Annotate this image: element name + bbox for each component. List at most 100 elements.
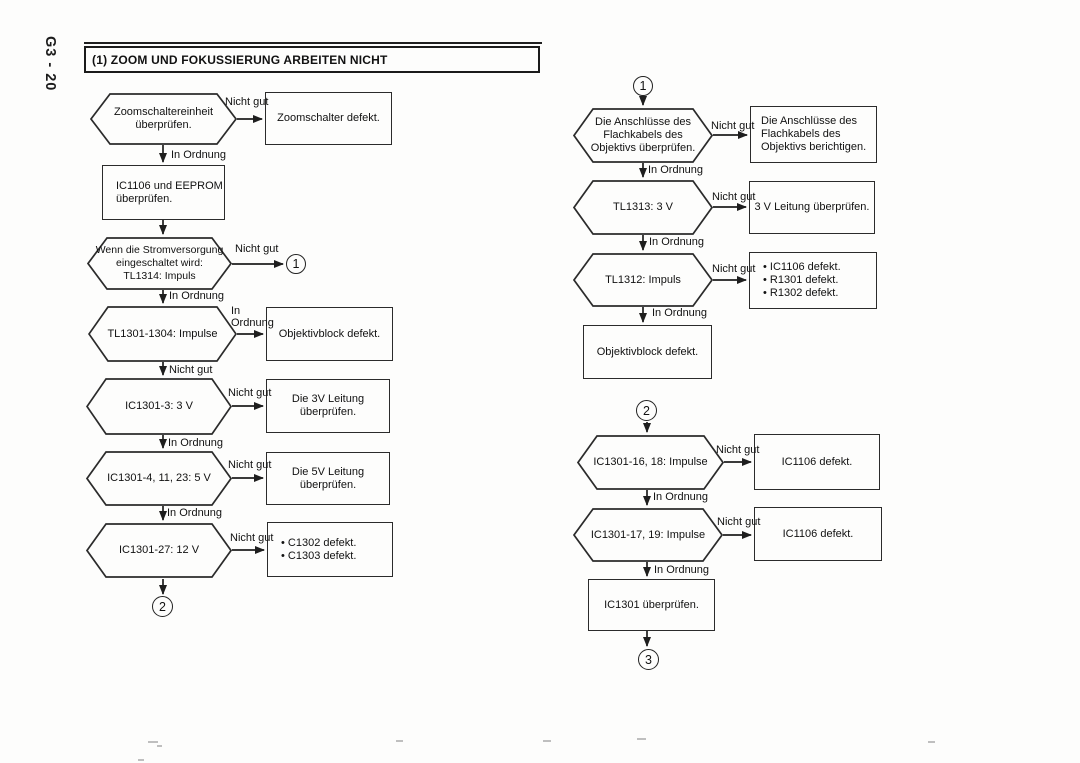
edge-label-nicht-gut: Nicht gut — [712, 263, 756, 275]
decision-ic1301-27-12v: IC1301-27: 12 V — [86, 523, 232, 578]
scan-artifact — [396, 740, 403, 742]
decision-ic1301-3-3v: IC1301-3: 3 V — [86, 378, 232, 435]
hexagon-shape — [573, 108, 713, 163]
node-label: IC1301-16, 18: Impulse — [593, 456, 708, 468]
decision-check-zoom-switch: Zoomschaltereinheit überprüfen. — [90, 93, 237, 145]
edge-label-nicht-gut: Nicht gut — [230, 532, 274, 544]
action-check-3v-leitung: Die 3V Leitung überprüfen. — [266, 379, 390, 433]
decision-tl1313-3v: TL1313: 3 V — [573, 180, 713, 235]
node-label: Objektivblock defekt. — [278, 327, 381, 340]
edge-label-in-ordnung: In Ordnung — [168, 437, 224, 449]
node-label: Die 5V Leitung überprüfen. — [291, 465, 365, 491]
node-label: Zoomschaltereinheit überprüfen. — [113, 106, 214, 131]
node-label: IC1106 defekt. — [781, 455, 853, 468]
decision-ic1301-16-18-impulse: IC1301-16, 18: Impulse — [577, 435, 724, 490]
decision-power-on-tl1314: Wenn die Stromversorgung eingeschaltet w… — [87, 237, 232, 290]
hexagon-shape — [577, 435, 724, 490]
scan-artifact — [157, 745, 162, 747]
node-label: Objektivblock defekt. — [596, 345, 699, 358]
action-ic1106-defekt-b: IC1106 defekt. — [754, 507, 882, 561]
scan-artifact — [138, 759, 144, 761]
node-label: IC1301 überprüfen. — [604, 598, 699, 611]
edge-label-in-ordnung-stacked: In Ordnung — [231, 305, 274, 329]
decision-ic1301-4-11-23-5v: IC1301-4, 11, 23: 5 V — [86, 451, 232, 506]
edge-label-nicht-gut: Nicht gut — [716, 444, 760, 456]
edge-label-nicht-gut: Nicht gut — [169, 364, 213, 376]
connector-1: 1 — [286, 254, 306, 274]
node-label: IC1106 defekt. — [782, 527, 854, 540]
decision-check-flachkabel: Die Anschlüsse des Flachkabels des Objek… — [573, 108, 713, 163]
action-ic1106-r1301-r1302-defekt: • IC1106 defekt. • R1301 defekt. • R1302… — [749, 252, 877, 309]
hexagon-shape — [88, 306, 237, 362]
node-label: TL1313: 3 V — [613, 201, 673, 213]
connector-2: 2 — [636, 400, 657, 421]
scan-artifact — [148, 741, 158, 743]
node-label: • IC1106 defekt. • R1301 defekt. • R1302… — [763, 261, 841, 299]
action-objektivblock-defekt-right: Objektivblock defekt. — [583, 325, 712, 379]
title-top-rule — [84, 42, 542, 44]
node-label: IC1106 und EEPROM überprüfen. — [116, 179, 223, 205]
node-label: Die 3V Leitung überprüfen. — [291, 393, 365, 418]
edge-label-nicht-gut: Nicht gut — [712, 191, 756, 203]
node-label: IC1301-3: 3 V — [125, 400, 193, 412]
scan-artifact — [637, 738, 646, 740]
edge-label-in-ordnung: In Ordnung — [653, 491, 709, 503]
scan-artifact — [928, 741, 935, 743]
edge-label-nicht-gut: Nicht gut — [711, 120, 755, 132]
node-label: • C1302 defekt. • C1303 defekt. — [281, 536, 357, 562]
node-label: Zoomschalter defekt. — [277, 112, 380, 124]
edge-label-nicht-gut: Nicht gut — [228, 387, 272, 399]
action-objektivblock-defekt-left: Objektivblock defekt. — [266, 307, 393, 361]
connector-number: 1 — [292, 257, 300, 271]
action-check-ic1301: IC1301 überprüfen. — [588, 579, 715, 631]
section-title-box: (1) ZOOM UND FOKUSSIERUNG ARBEITEN NICHT — [84, 46, 540, 73]
connector-2: 2 — [152, 596, 173, 617]
hexagon-shape — [573, 508, 723, 562]
section-title: (1) ZOOM UND FOKUSSIERUNG ARBEITEN NICHT — [92, 52, 388, 67]
decision-ic1301-17-19-impulse: IC1301-17, 19: Impulse — [573, 508, 723, 562]
edge-label-nicht-gut: Nicht gut — [228, 459, 272, 471]
edge-label-nicht-gut: Nicht gut — [717, 516, 761, 528]
connector-number: 1 — [639, 79, 647, 93]
edge-label-in-ordnung: In Ordnung — [654, 564, 710, 576]
node-label: IC1301-27: 12 V — [118, 544, 200, 556]
action-zoom-switch-defekt: Zoomschalter defekt. — [265, 92, 392, 145]
node-label: IC1301-4, 11, 23: 5 V — [107, 472, 211, 484]
connector-1: 1 — [633, 76, 653, 96]
edge-label-in-ordnung: In Ordnung — [649, 236, 705, 248]
page-number-label: G3 - 20 — [42, 36, 58, 92]
node-label: Die Anschlüsse des Flachkabels des Objek… — [761, 115, 867, 153]
hexagon-shape — [573, 180, 713, 235]
node-label: 3 V Leitung überprüfen. — [754, 201, 870, 213]
node-label: Die Anschlüsse des Flachkabels des Objek… — [590, 116, 696, 154]
decision-tl1312-impuls: TL1312: Impuls — [573, 253, 713, 307]
action-ic1106-defekt-a: IC1106 defekt. — [754, 434, 880, 490]
node-label: TL1312: Impuls — [605, 273, 681, 286]
action-check-3v-leitung-right: 3 V Leitung überprüfen. — [749, 181, 875, 234]
decision-tl1301-1304-impulse: TL1301-1304: Impulse — [88, 306, 237, 362]
edge-label-nicht-gut: Nicht gut — [225, 96, 269, 108]
edge-label-in-ordnung: In Ordnung — [171, 149, 227, 161]
action-check-ic1106-eeprom: IC1106 und EEPROM überprüfen. — [102, 165, 225, 220]
edge-label-in-ordnung: In Ordnung — [167, 507, 223, 519]
action-fix-flachkabel: Die Anschlüsse des Flachkabels des Objek… — [750, 106, 877, 163]
action-c1302-c1303-defekt: • C1302 defekt. • C1303 defekt. — [267, 522, 393, 577]
scan-artifact — [543, 740, 551, 742]
node-label: Wenn die Stromversorgung eingeschaltet w… — [95, 244, 224, 282]
hexagon-shape — [86, 523, 232, 578]
hexagon-shape — [90, 93, 237, 145]
edge-label-nicht-gut: Nicht gut — [235, 243, 279, 255]
hexagon-shape — [86, 378, 232, 435]
edge-label-in-ordnung: In Ordnung — [169, 290, 225, 302]
edge-label-in-ordnung: In Ordnung — [648, 164, 704, 176]
connector-number: 2 — [643, 403, 650, 418]
node-label: TL1301-1304: Impulse — [107, 327, 218, 340]
hexagon-shape — [573, 253, 713, 307]
action-check-5v-leitung: Die 5V Leitung überprüfen. — [266, 452, 390, 505]
connector-number: 3 — [645, 652, 652, 667]
connector-number: 2 — [159, 599, 166, 614]
edge-label-in-ordnung: In Ordnung — [652, 307, 708, 319]
hexagon-shape — [86, 451, 232, 506]
